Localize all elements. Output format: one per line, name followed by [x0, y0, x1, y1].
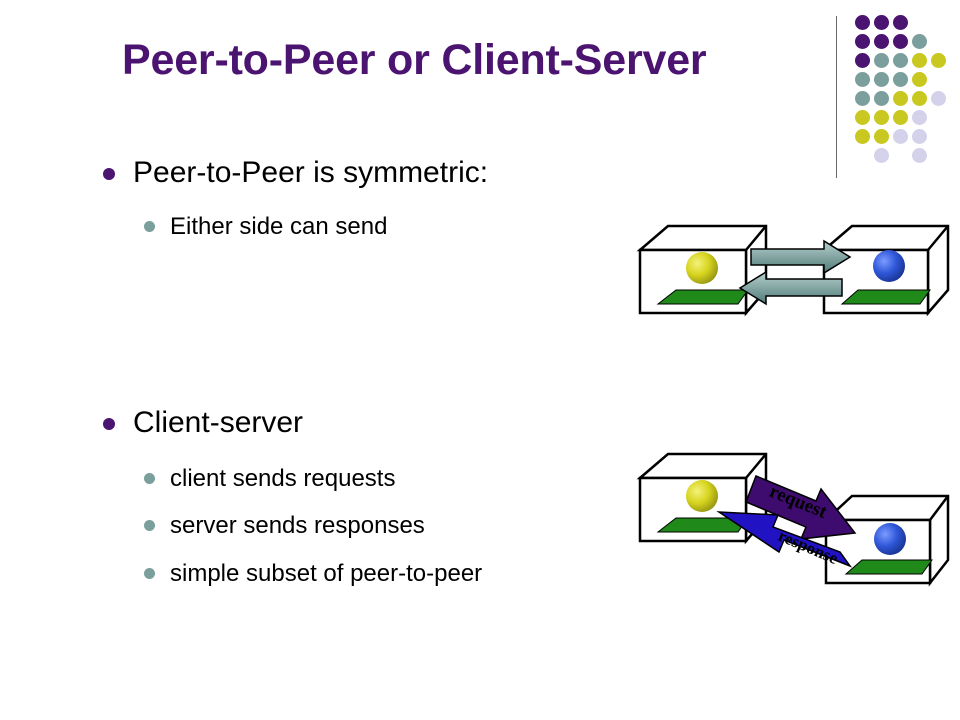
decor-dot [912, 148, 927, 163]
decor-dot [912, 129, 927, 144]
bullet-peer-to-peer: Peer-to-Peer is symmetric: [103, 156, 489, 190]
bullet-text: Peer-to-Peer is symmetric: [133, 156, 489, 189]
decor-dot [912, 34, 927, 49]
decor-dot [874, 91, 889, 106]
decor-dot [855, 53, 870, 68]
decorative-divider [836, 16, 837, 178]
decor-dot [912, 110, 927, 125]
server-computer [822, 494, 950, 587]
decor-dot [855, 34, 870, 49]
decor-dot [874, 15, 889, 30]
decor-dot [855, 72, 870, 87]
blue-node-ball [873, 250, 905, 282]
peer-computer-right [820, 224, 950, 317]
decor-dot [893, 72, 908, 87]
decor-dot [855, 91, 870, 106]
bullet-marker [103, 168, 115, 180]
decor-dot [912, 91, 927, 106]
bullet-text: server sends responses [170, 512, 425, 539]
decor-dot [893, 91, 908, 106]
decor-dot [893, 110, 908, 125]
decor-dot [855, 129, 870, 144]
decor-dot [893, 15, 908, 30]
decor-dot [874, 110, 889, 125]
sub-bullet-client-requests: client sends requests [144, 465, 396, 493]
sub-bullet-server-responses: server sends responses [144, 512, 425, 540]
bullet-marker [103, 418, 115, 430]
peer-computer-left [636, 224, 768, 317]
client-computer [636, 452, 768, 545]
decor-dot [912, 53, 927, 68]
decor-dot [893, 53, 908, 68]
decor-dot [893, 129, 908, 144]
blue-node-ball [874, 523, 906, 555]
bullet-text: Either side can send [170, 213, 388, 240]
decor-dot [874, 148, 889, 163]
bullet-marker [144, 568, 155, 579]
decor-dot [874, 72, 889, 87]
sub-bullet-simple-subset: simple subset of peer-to-peer [144, 560, 483, 588]
send-arrow-right [750, 239, 852, 275]
decor-dot [855, 15, 870, 30]
decor-dot [931, 53, 946, 68]
decor-dot [874, 53, 889, 68]
yellow-node-ball [686, 252, 718, 284]
sub-bullet-either-side: Either side can send [144, 213, 388, 241]
bullet-text: client sends requests [170, 465, 396, 492]
decor-dot [874, 34, 889, 49]
decor-dot [912, 72, 927, 87]
bullet-marker [144, 473, 155, 484]
bullet-client-server: Client-server [103, 406, 304, 440]
send-arrow-left [738, 270, 843, 306]
bullet-marker [144, 221, 155, 232]
slide-title: Peer-to-Peer or Client-Server [122, 36, 707, 84]
decor-dot [893, 34, 908, 49]
decor-dot [931, 91, 946, 106]
decor-dot [855, 110, 870, 125]
bullet-marker [144, 520, 155, 531]
bullet-text: simple subset of peer-to-peer [170, 560, 483, 587]
bullet-text: Client-server [133, 406, 304, 439]
yellow-node-ball [686, 480, 718, 512]
decor-dot [874, 129, 889, 144]
